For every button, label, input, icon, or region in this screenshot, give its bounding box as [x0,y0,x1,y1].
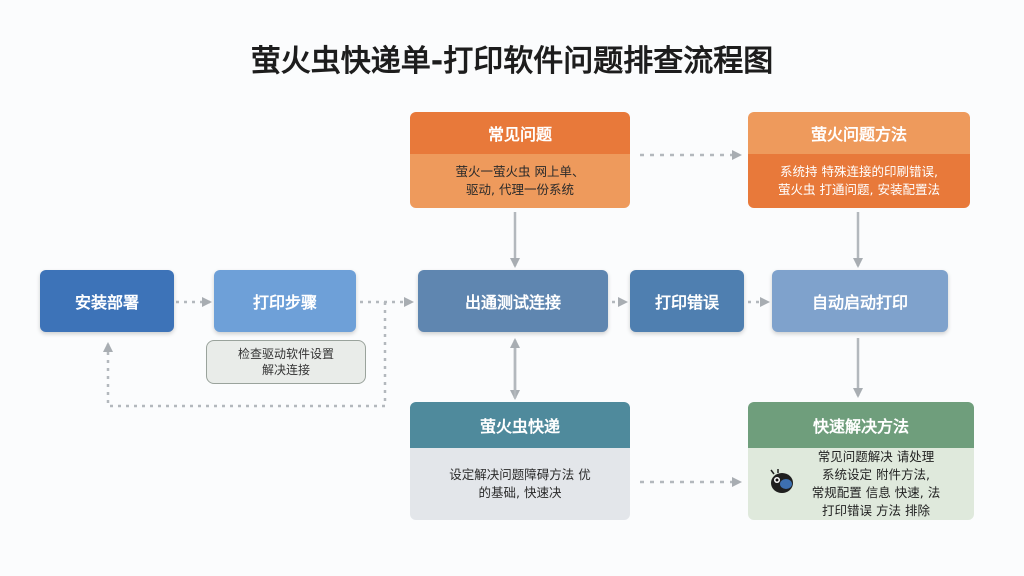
print-steps-note: 检查驱动软件设置 解决连接 [206,340,366,384]
node-firefly-method-body: 系统持 特殊连接的印刷错误, 萤火虫 打通问题, 安装配置法 [748,154,970,208]
page-title: 萤火虫快递单-打印软件问题排查流程图 [250,44,774,79]
print-steps-note-line-1: 检查驱动软件设置 [237,347,334,361]
node-print-steps: 打印步骤 [214,270,356,332]
node-quick-method-header: 快速解决方法 [748,402,974,448]
node-install: 安装部署 [40,270,174,332]
node-auto-run: 自动启动打印 [772,270,948,332]
node-quick-method-line-2: 系统设定 附件方法, [822,467,930,482]
node-debug: 出通测试连接 [418,270,608,332]
node-firefly-method-line-2: 萤火虫 打通问题, 安装配置法 [778,182,940,197]
node-quick-method-line-4: 打印错误 方法 排除 [822,503,930,518]
node-common-line-1: 萤火一萤火虫 网上单、 [455,164,585,179]
node-firefly-method-line-1: 系统持 特殊连接的印刷错误, [780,164,938,179]
firefly-bug-icon [770,469,793,493]
node-common-body: 萤火一萤火虫 网上单、 驱动, 代理一份系统 [410,154,630,208]
node-print-status-label: 打印错误 [654,293,719,312]
node-print-steps-label: 打印步骤 [252,293,317,312]
node-common-header-label: 常见问题 [487,125,552,144]
node-firefly-express-header: 萤火虫快递 [410,402,630,448]
node-firefly-method-header-label: 萤火问题方法 [810,125,907,144]
node-firefly-method-header: 萤火问题方法 [748,112,970,154]
node-common-line-2: 驱动, 代理一份系统 [466,182,574,197]
node-debug-label: 出通测试连接 [464,293,561,312]
node-print-status: 打印错误 [630,270,744,332]
node-quick-method-line-3: 常规配置 信息 快速, 法 [811,485,941,500]
arrow-loop-to-install [103,302,387,408]
node-auto-run-label: 自动启动打印 [811,293,908,312]
node-install-label: 安装部署 [74,293,139,312]
node-quick-method-header-label: 快速解决方法 [812,417,909,436]
print-steps-note-line-2: 解决连接 [261,363,310,377]
node-firefly-express-line-2: 的基础, 快速决 [478,485,562,500]
node-common-header: 常见问题 [410,112,630,154]
node-firefly-express-body: 设定解决问题障碍方法 优 的基础, 快速决 [410,448,630,520]
node-firefly-express-header-label: 萤火虫快递 [479,417,560,436]
node-firefly-express-line-1: 设定解决问题障碍方法 优 [449,467,591,482]
node-quick-method-line-1: 常见问题解决 请处理 [817,449,935,464]
